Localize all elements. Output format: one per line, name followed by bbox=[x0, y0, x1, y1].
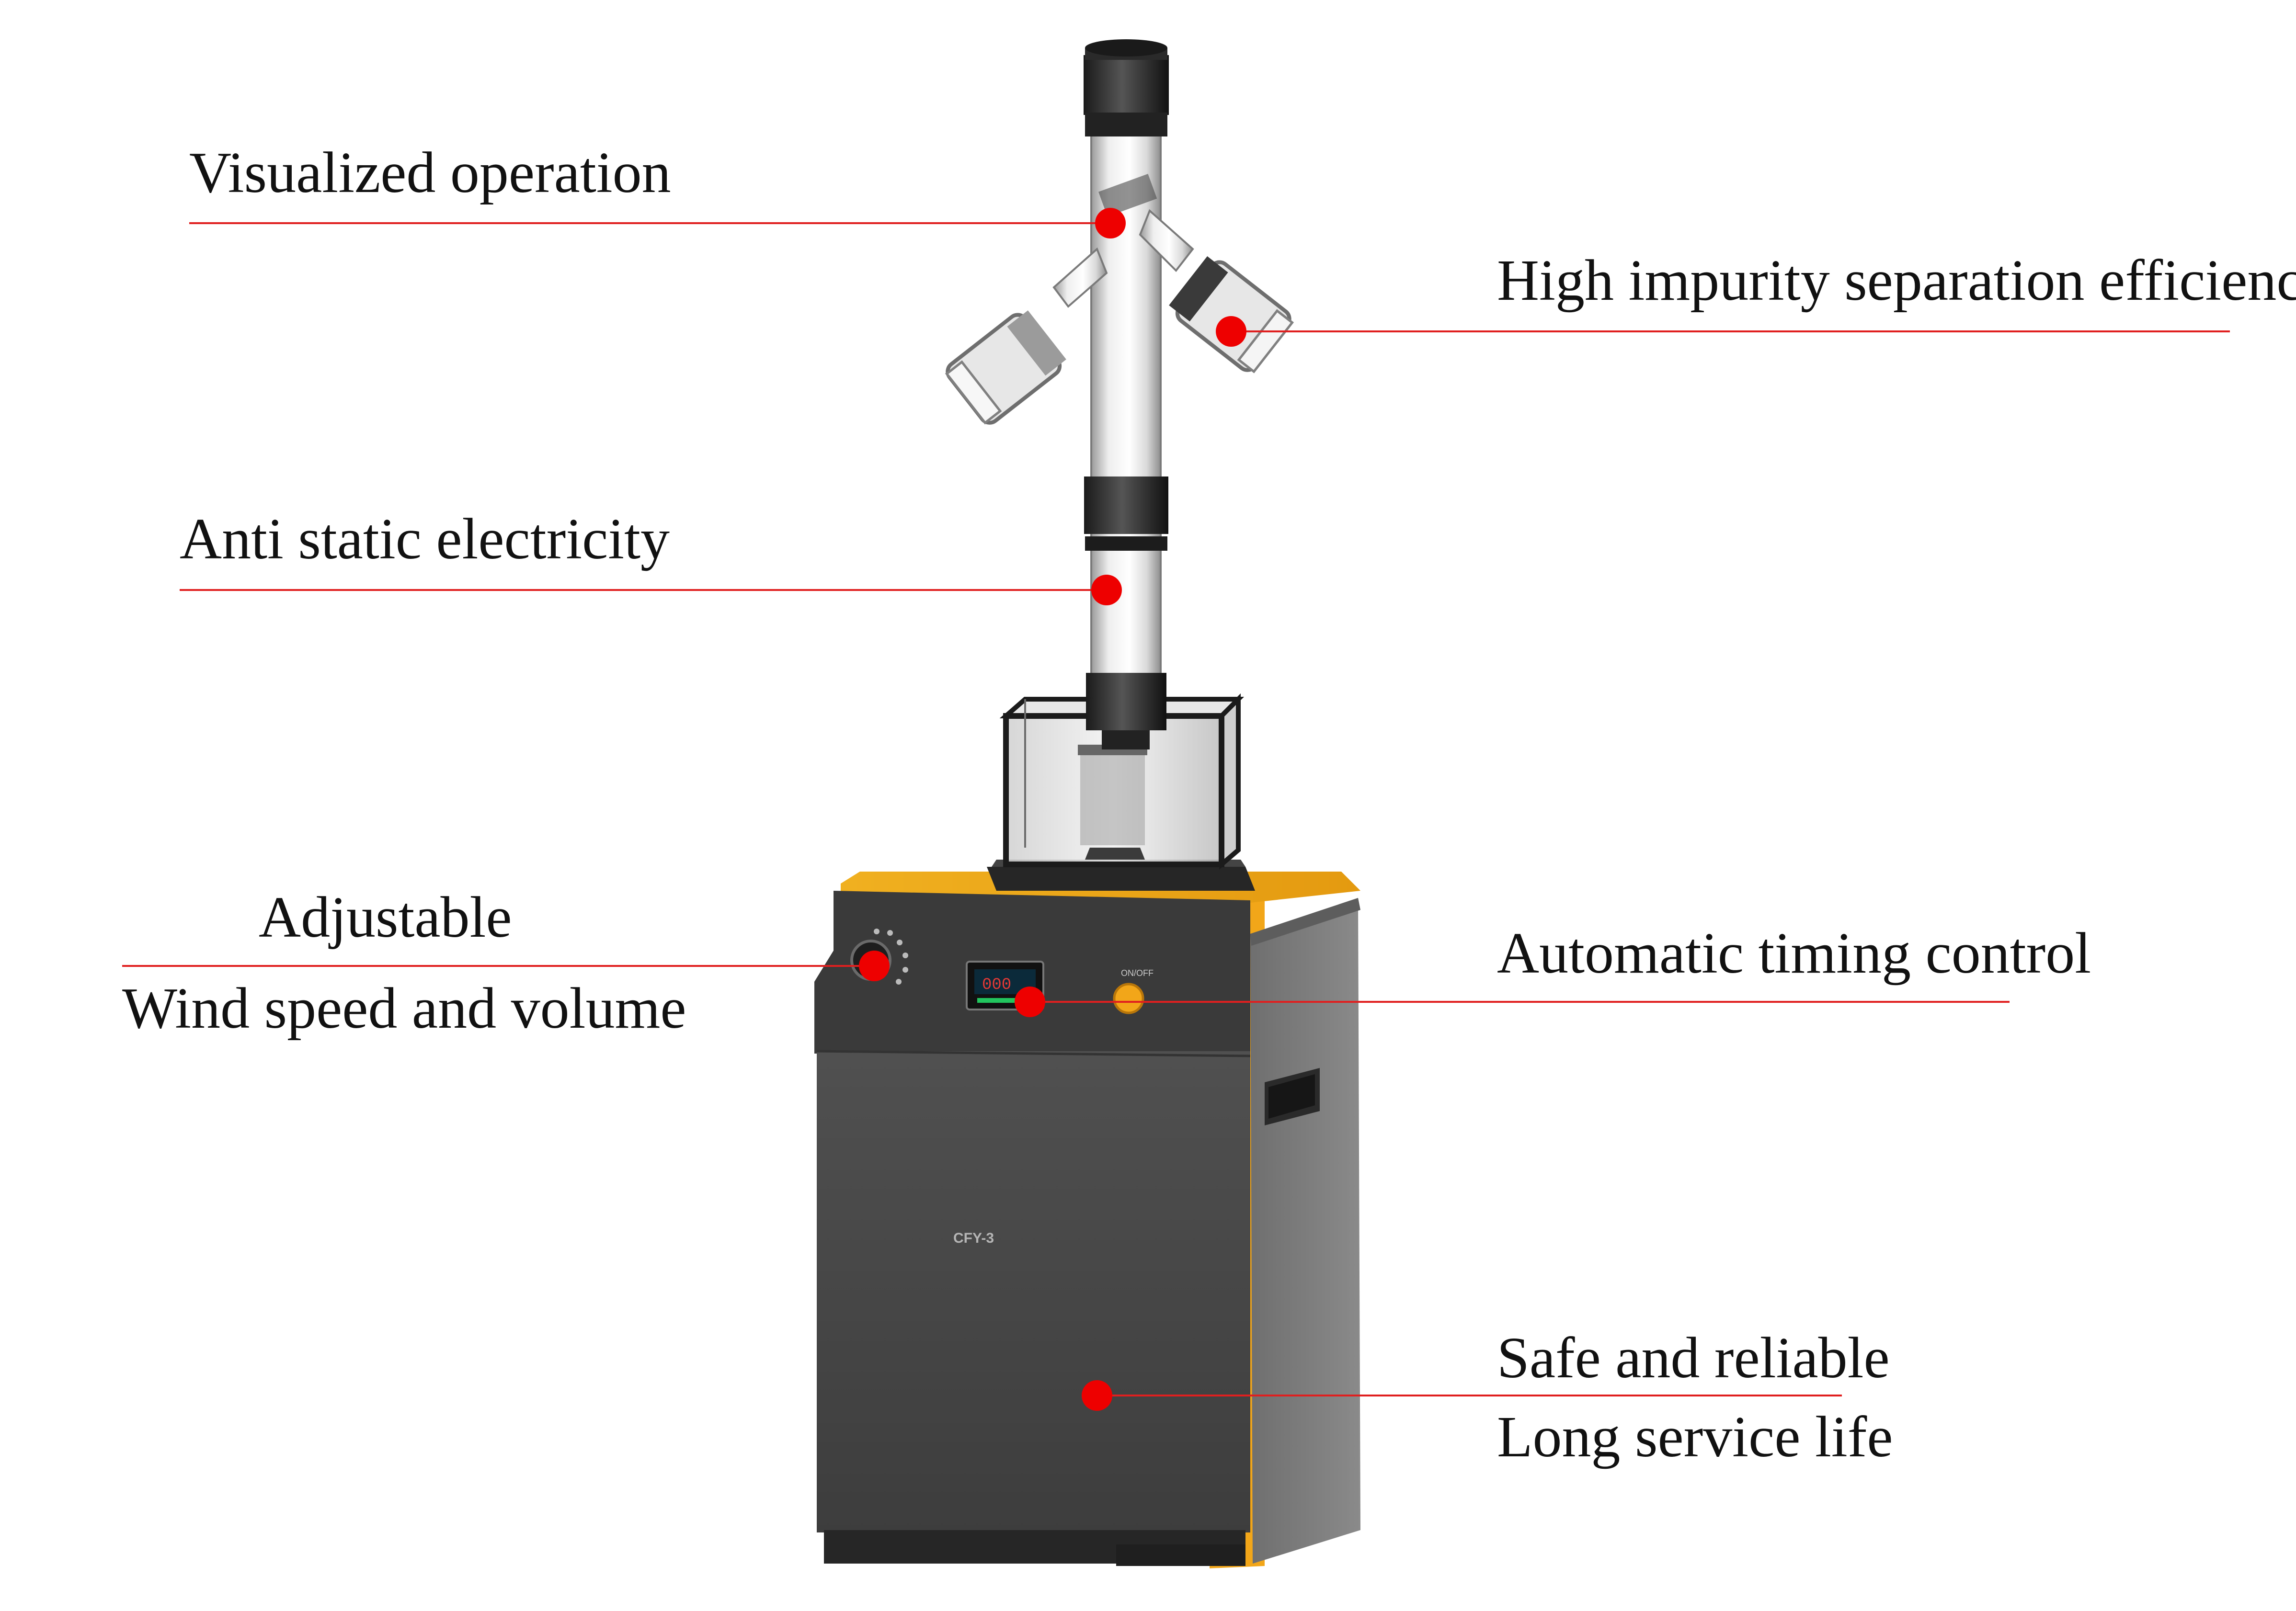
power-knob: ON/OFF bbox=[1113, 968, 1154, 1014]
callout-adjustable-line2: Wind speed and volume bbox=[122, 976, 686, 1041]
callout-visualized-line bbox=[189, 222, 1109, 224]
right-collector-arm bbox=[1139, 209, 1294, 374]
callout-visualized-dot bbox=[1095, 208, 1126, 238]
callout-adjustable-line1: Adjustable bbox=[259, 885, 512, 950]
cabinet-side-panel bbox=[1250, 898, 1360, 1564]
callout-impurity-text: High impurity separation efficiency bbox=[1497, 248, 2296, 313]
callout-safe-line2: Long service life bbox=[1497, 1405, 1893, 1469]
power-label: ON/OFF bbox=[1121, 968, 1154, 978]
callout-safe-line1: Safe and reliable bbox=[1497, 1326, 1890, 1390]
callout-impurity-dot bbox=[1216, 316, 1246, 347]
callout-timing-text: Automatic timing control bbox=[1497, 921, 2091, 986]
callout-safe-dot bbox=[1082, 1380, 1112, 1411]
callout-antistatic-line bbox=[180, 589, 1107, 591]
callout-timing-line bbox=[1030, 1001, 2010, 1003]
callout-antistatic-text: Anti static electricity bbox=[180, 507, 670, 571]
callout-adjustable-line bbox=[122, 965, 872, 967]
timer-display-value: 000 bbox=[982, 976, 1011, 994]
model-label: CFY-3 bbox=[953, 1230, 994, 1246]
main-column bbox=[1084, 39, 1169, 749]
callout-antistatic-dot bbox=[1091, 575, 1122, 605]
callout-impurity-line bbox=[1231, 330, 2230, 332]
callout-visualized-text: Visualized operation bbox=[189, 140, 671, 205]
callout-safe-line bbox=[1097, 1395, 1842, 1396]
callout-timing-dot bbox=[1015, 987, 1045, 1017]
cabinet-front bbox=[817, 1051, 1250, 1532]
left-collector-arm bbox=[945, 247, 1108, 425]
cube-base-plate bbox=[987, 867, 1255, 891]
callout-adjustable-dot bbox=[859, 951, 890, 981]
